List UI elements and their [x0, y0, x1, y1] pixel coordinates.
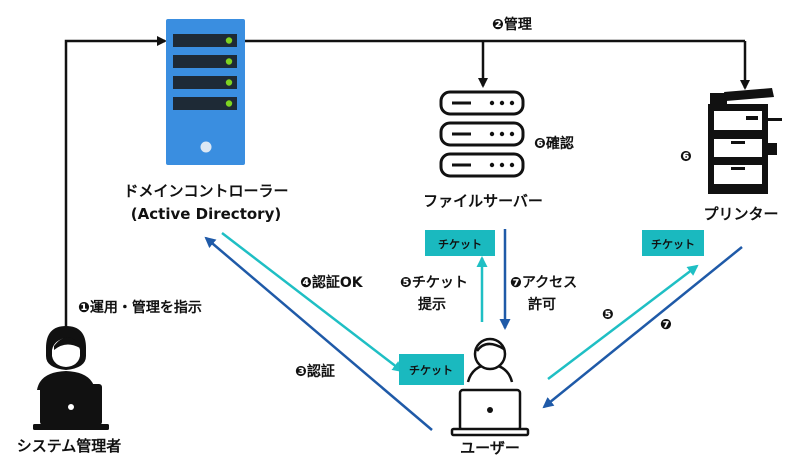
arrow-auth-request: [204, 236, 433, 431]
user-person-icon: [466, 337, 514, 383]
user-name: ユーザー: [460, 439, 520, 457]
arrow-ticket-to-printer: [547, 264, 699, 380]
ticket-printer: チケット: [642, 230, 704, 256]
admin-person-icon: [37, 326, 95, 390]
arrow-access-from-printer: [542, 246, 743, 409]
file-server-name: ファイルサーバー: [423, 192, 543, 210]
domain-controller-server-icon: [166, 19, 245, 165]
step-4-label: ❹認証OK: [300, 274, 364, 291]
arrow-auth-ok: [221, 232, 404, 373]
admin-laptop-icon: [33, 384, 109, 430]
user-laptop-icon: [450, 388, 530, 437]
step-7-label-line2: 許可: [528, 296, 556, 313]
step-1-label: ❶運用・管理を指示: [78, 299, 202, 316]
ticket-user-label: チケット: [409, 364, 453, 377]
step-6-fileserver-label: ❻確認: [534, 135, 574, 152]
printer-name: プリンター: [703, 205, 778, 223]
arrow-admin-to-dc: [64, 36, 167, 335]
ticket-printer-label: チケット: [651, 238, 695, 251]
domain-controller-name: ドメインコントローラー: [123, 182, 288, 200]
file-server-icon: [439, 90, 525, 178]
management-lines: [64, 36, 750, 335]
step-3-label: ❸認証: [295, 363, 335, 380]
ticket-user: チケット: [399, 354, 464, 385]
ticket-fileserver-label: チケット: [438, 238, 482, 251]
domain-controller-sub: (Active Directory): [131, 205, 281, 223]
printer-icon: [708, 88, 782, 194]
step-5-label-line1: ❺チケット: [400, 275, 468, 291]
step-5-printer-label: ❺: [602, 307, 614, 323]
step-6-printer-label: ❻: [680, 149, 692, 165]
step-7-label-line1: ❼アクセス: [510, 275, 577, 291]
admin-name: システム管理者: [17, 437, 122, 455]
step-7-printer-label: ❼: [660, 317, 672, 333]
ticket-fileserver: チケット: [425, 230, 495, 256]
step-2-label: ❷管理: [492, 16, 532, 33]
step-5-label-line2: 提示: [418, 297, 446, 313]
